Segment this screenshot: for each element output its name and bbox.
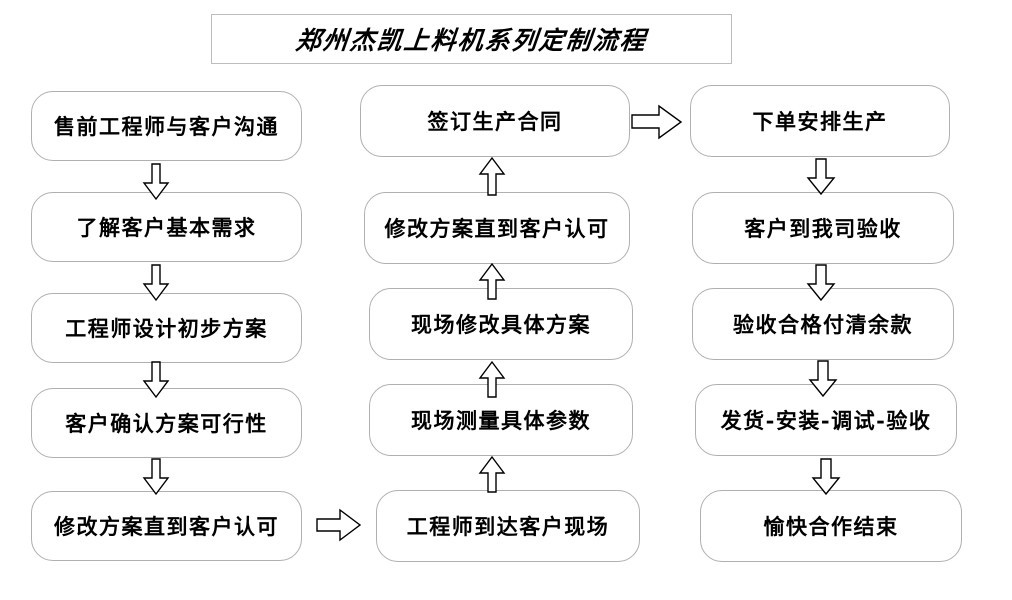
flow-node-label: 修改方案直到客户认可 <box>54 513 279 539</box>
flow-node-c2r2[interactable]: 修改方案直到客户认可 <box>364 192 630 264</box>
arrow-down-icon <box>141 264 171 302</box>
flow-node-label: 愉快合作结束 <box>763 513 899 539</box>
arrow-up-icon <box>477 156 507 196</box>
flow-node-label: 工程师设计初步方案 <box>65 315 268 341</box>
arrow-right-icon <box>631 103 683 141</box>
arrow-up-icon <box>477 360 507 398</box>
flow-node-label: 发货-安装-调试-验收 <box>720 407 932 433</box>
arrow-down-icon <box>141 163 171 201</box>
flow-node-c3r3[interactable]: 验收合格付清余款 <box>692 288 954 360</box>
flow-node-label: 工程师到达客户现场 <box>406 513 610 539</box>
arrow-up-icon <box>477 262 507 300</box>
chart-title: 郑州杰凯上料机系列定制流程 <box>294 26 649 55</box>
flow-node-c3r5[interactable]: 愉快合作结束 <box>700 490 962 562</box>
flow-node-label: 签订生产合同 <box>427 108 563 134</box>
flow-node-c3r2[interactable]: 客户到我司验收 <box>692 192 954 264</box>
flow-node-label: 下单安排生产 <box>752 108 888 134</box>
flow-node-label: 验收合格付清余款 <box>733 311 913 337</box>
flow-node-c1r5[interactable]: 修改方案直到客户认可 <box>31 491 302 561</box>
arrow-down-icon <box>141 361 171 399</box>
arrow-up-icon <box>477 455 507 493</box>
flow-node-label: 客户到我司验收 <box>744 215 902 241</box>
flow-node-c2r3[interactable]: 现场修改具体方案 <box>369 288 633 360</box>
flow-node-c3r4[interactable]: 发货-安装-调试-验收 <box>695 384 957 456</box>
flow-node-c1r1[interactable]: 售前工程师与客户沟通 <box>31 91 302 161</box>
arrow-right-icon <box>316 507 362 543</box>
flow-node-label: 售前工程师与客户沟通 <box>54 113 279 139</box>
chart-title-box: 郑州杰凯上料机系列定制流程 <box>211 14 732 64</box>
flow-node-c1r3[interactable]: 工程师设计初步方案 <box>31 293 302 363</box>
flow-node-c1r4[interactable]: 客户确认方案可行性 <box>31 388 302 458</box>
arrow-down-icon <box>805 264 837 302</box>
flow-node-label: 了解客户基本需求 <box>76 214 257 240</box>
arrow-down-icon <box>807 360 839 398</box>
flow-node-label: 现场测量具体参数 <box>411 407 591 433</box>
flow-node-label: 客户确认方案可行性 <box>65 410 268 436</box>
flow-node-label: 修改方案直到客户认可 <box>384 215 610 241</box>
flow-node-c2r4[interactable]: 现场测量具体参数 <box>369 384 633 456</box>
flow-node-c2r5[interactable]: 工程师到达客户现场 <box>376 490 640 562</box>
arrow-down-icon <box>805 158 837 196</box>
arrow-down-icon <box>141 458 171 496</box>
flow-node-label: 现场修改具体方案 <box>411 311 591 337</box>
flow-node-c3r1[interactable]: 下单安排生产 <box>690 85 950 157</box>
flow-node-c2r1[interactable]: 签订生产合同 <box>360 85 630 157</box>
flow-node-c1r2[interactable]: 了解客户基本需求 <box>31 192 302 262</box>
arrow-down-icon <box>810 458 842 496</box>
